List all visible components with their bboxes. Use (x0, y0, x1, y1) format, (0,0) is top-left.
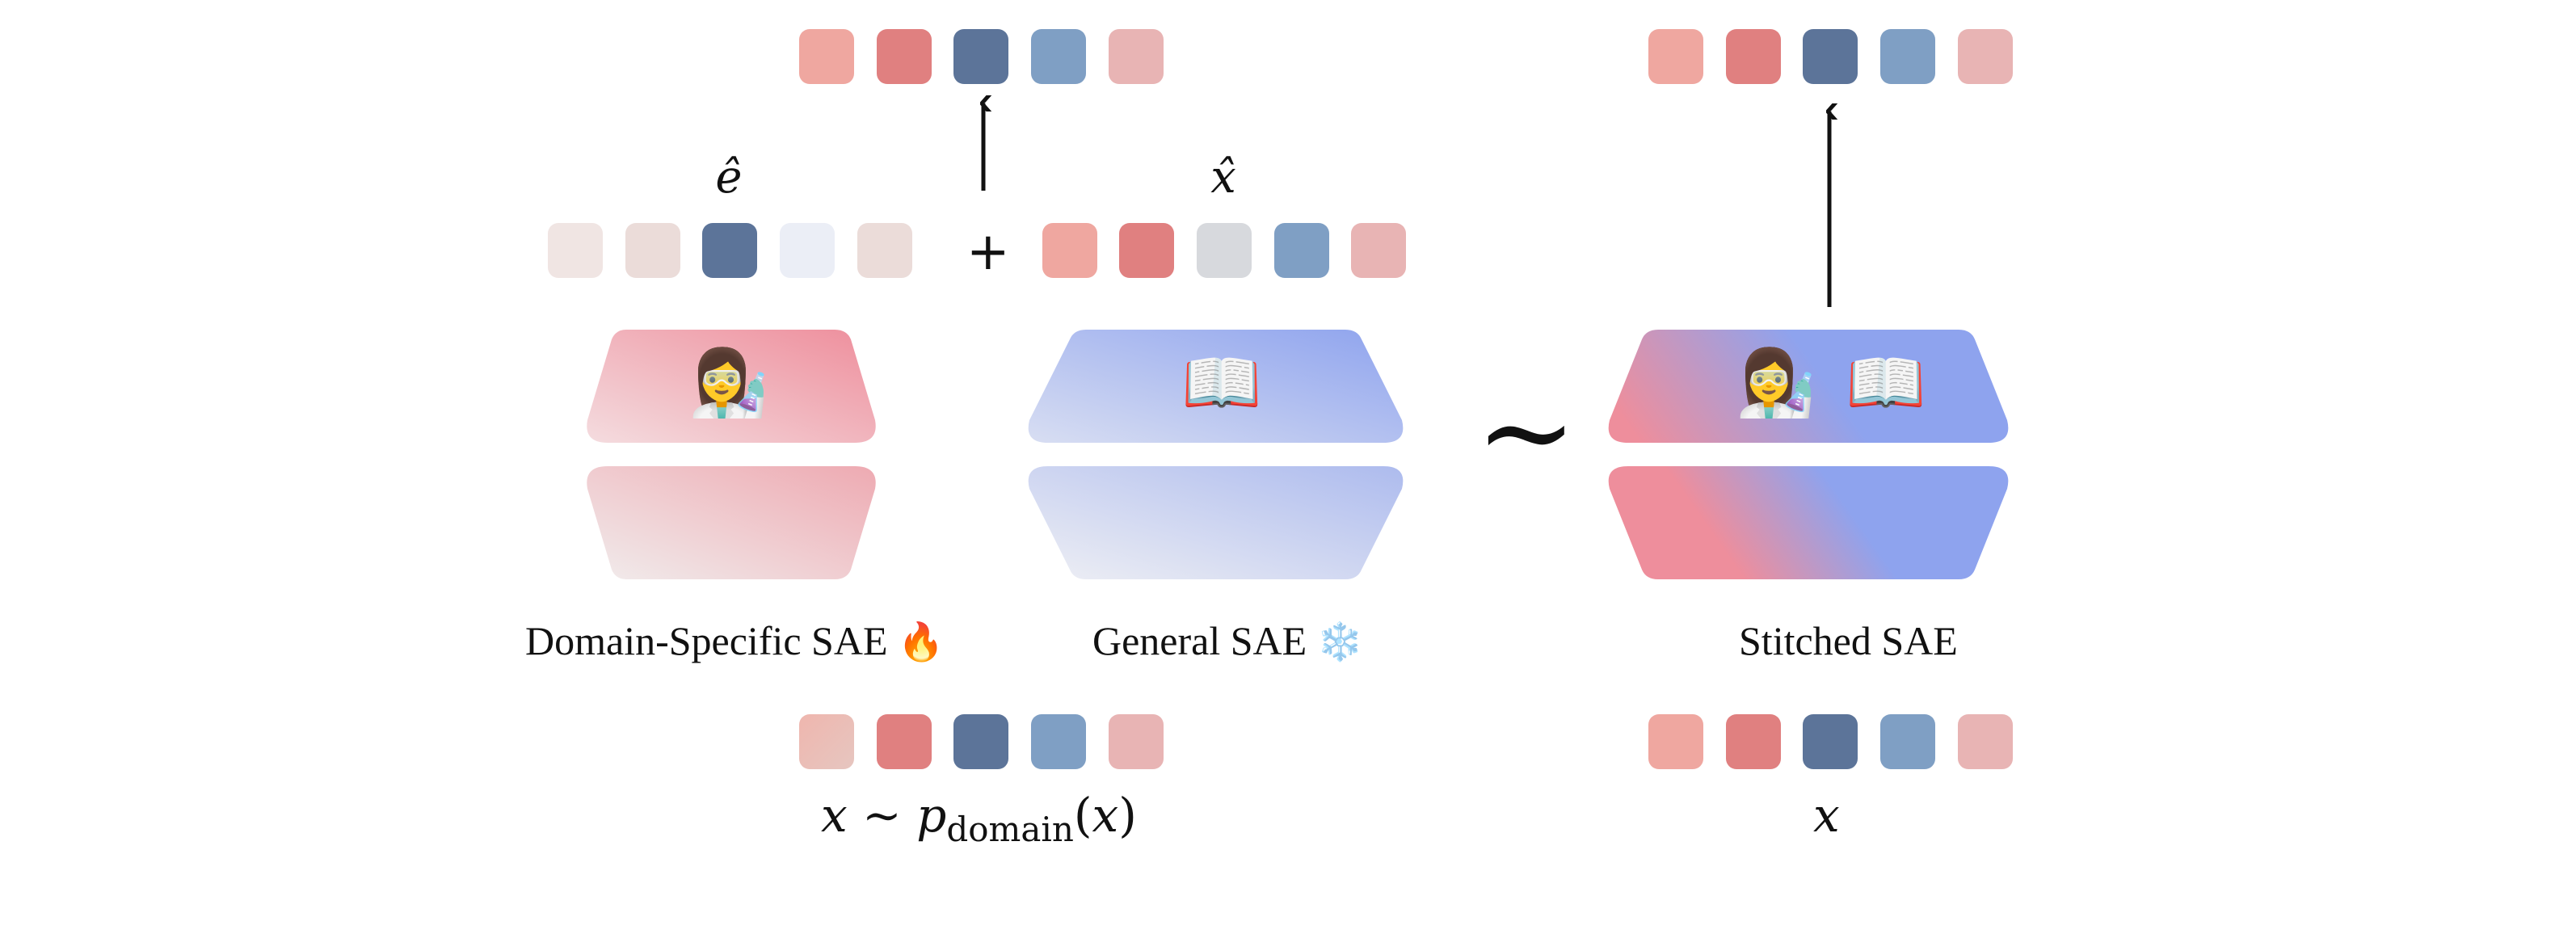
e-hat-feature-4 (780, 223, 835, 278)
output-feature-3 (953, 29, 1008, 84)
stitched-output-feature-3 (1803, 29, 1858, 84)
output-feature-4 (1031, 29, 1086, 84)
stitched-input-feature-4 (1880, 714, 1935, 769)
output-feature-2 (877, 29, 932, 84)
stitched-input-feature-5 (1958, 714, 2013, 769)
scientist-icon: 👩‍🔬 (688, 345, 769, 420)
book-icon: 📖 (1181, 345, 1262, 420)
stitched-sae-caption-text: Stitched SAE (1739, 618, 1958, 663)
stitched-output-feature-5 (1958, 29, 2013, 84)
stitched-output-feature-1 (1648, 29, 1703, 84)
plus-sign: + (966, 222, 1010, 282)
domain-input-subscript: domain (946, 810, 1074, 849)
stitched-input-feature-3 (1803, 714, 1858, 769)
domain-sae-caption: Domain-Specific SAE 🔥 (525, 621, 944, 661)
e-hat-feature-1 (548, 223, 603, 278)
e-hat-feature-5 (857, 223, 912, 278)
e-hat-feature-2 (625, 223, 680, 278)
domain-sae-decoder (587, 466, 876, 579)
x-hat-feature-2 (1119, 223, 1174, 278)
domain-input-p: p (916, 788, 947, 843)
general-sae-caption-text: General SAE (1092, 618, 1307, 663)
domain-sae-encoder (587, 330, 876, 443)
stitched-input-label: x (1813, 788, 1840, 843)
e-hat-label: ê (715, 151, 743, 204)
similarity-tilde: ~ (1475, 362, 1577, 503)
x-hat-feature-4 (1274, 223, 1329, 278)
domain-input-sim: ∼ (862, 788, 902, 843)
stitched-input-feature-1 (1648, 714, 1703, 769)
stitched-sae-decoder (1608, 466, 2009, 579)
x-hat-feature-3 (1197, 223, 1252, 278)
domain-input-feature-1 (799, 714, 854, 769)
x-hat-feature-5 (1351, 223, 1406, 278)
snowflake-icon: ❄️ (1316, 620, 1363, 663)
domain-input-feature-3 (953, 714, 1008, 769)
stitched-output-feature-2 (1726, 29, 1781, 84)
stitched-output-feature-4 (1880, 29, 1935, 84)
output-feature-5 (1109, 29, 1164, 84)
domain-input-feature-5 (1109, 714, 1164, 769)
domain-input-label: x ∼ pdomain(x) (821, 792, 1137, 847)
domain-input-paren-open: ( (1073, 788, 1092, 843)
e-hat-feature-3 (702, 223, 757, 278)
stitched-sae-encoder (1608, 330, 2009, 443)
fire-icon: 🔥 (898, 620, 945, 663)
x-hat-label: x̂ (1210, 151, 1236, 204)
domain-input-paren-close: ) (1118, 788, 1137, 843)
general-sae-decoder (1028, 466, 1404, 579)
domain-input-feature-2 (877, 714, 932, 769)
stitched-input-feature-2 (1726, 714, 1781, 769)
output-feature-1 (799, 29, 854, 84)
stitched-sae-caption: Stitched SAE (1739, 621, 1958, 661)
domain-sae-caption-text: Domain-Specific SAE (525, 618, 888, 663)
domain-input-x: x (821, 788, 848, 843)
x-hat-feature-1 (1042, 223, 1097, 278)
stitched-scientist-icon: 👩‍🔬 (1736, 345, 1816, 420)
domain-input-feature-4 (1031, 714, 1086, 769)
general-sae-caption: General SAE ❄️ (1092, 621, 1363, 661)
domain-input-arg: x (1092, 788, 1119, 843)
stitched-book-icon: 📖 (1846, 345, 1926, 420)
general-sae-encoder (1028, 330, 1404, 443)
